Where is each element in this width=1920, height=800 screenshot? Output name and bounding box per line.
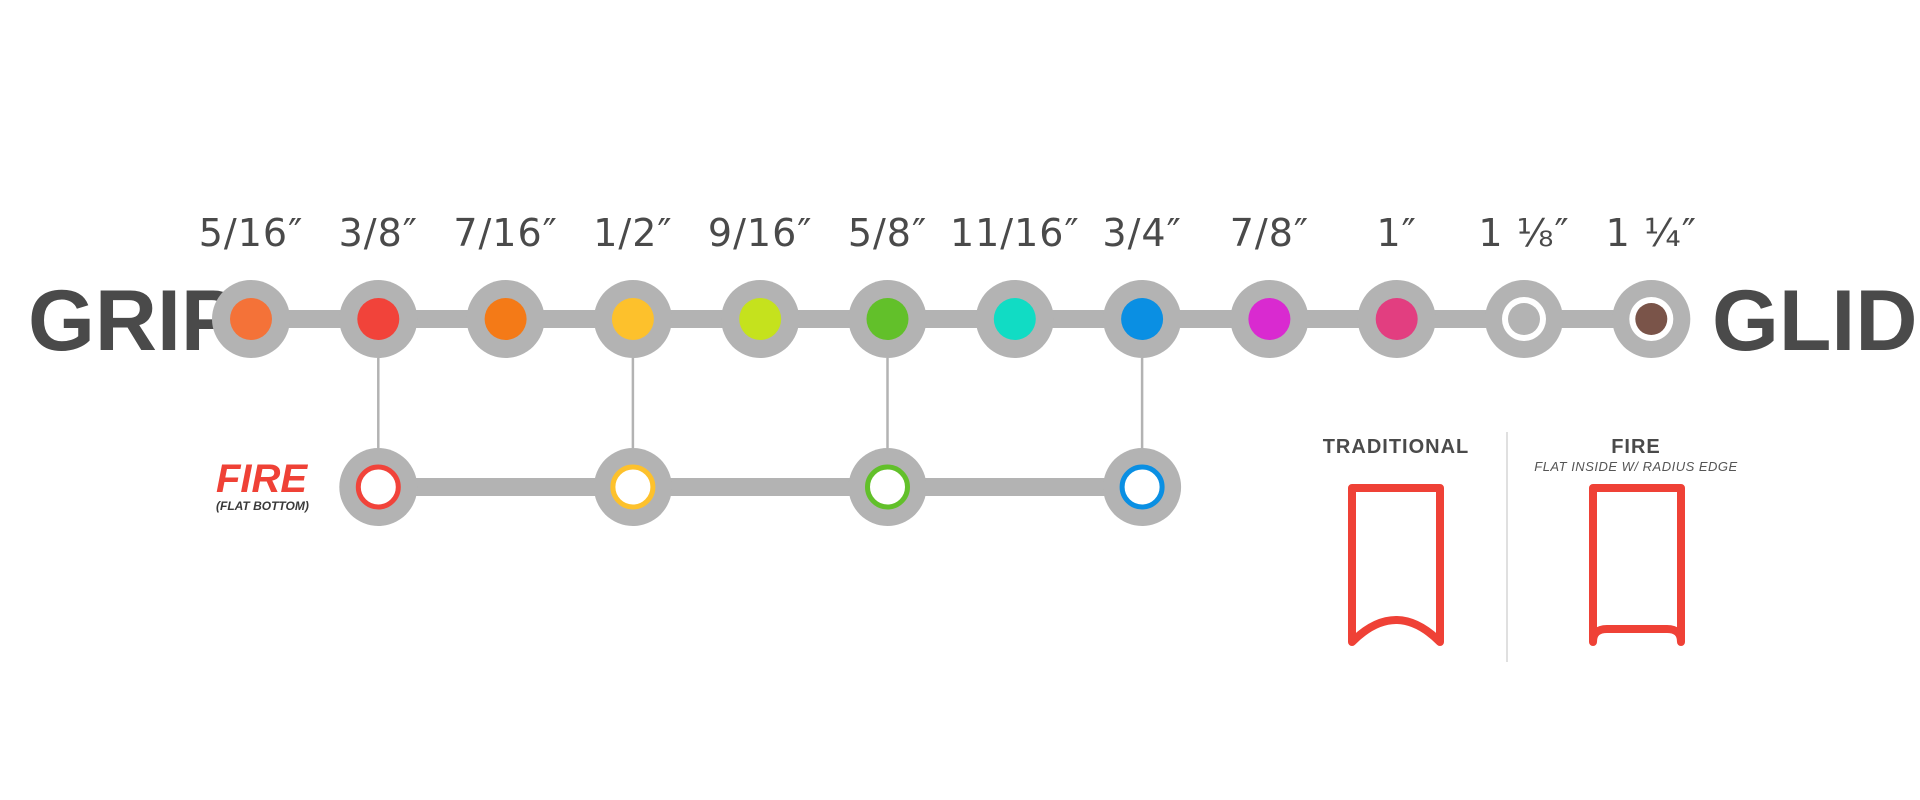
traditional-profile-title: TRADITIONAL xyxy=(1323,436,1470,458)
size-node-dot xyxy=(1508,303,1540,335)
size-label: 3/4″ xyxy=(1102,211,1181,255)
size-node xyxy=(593,280,672,358)
fire-node-ring xyxy=(610,464,656,510)
size-node-dot xyxy=(993,298,1036,340)
size-label: 3/8″ xyxy=(339,211,418,255)
fire-node-ring xyxy=(1119,464,1165,510)
size-node xyxy=(1230,280,1309,358)
size-node-dot xyxy=(866,298,909,340)
fire-node xyxy=(339,448,418,526)
size-nodes xyxy=(212,280,1691,358)
fire-profile-title: FIRE xyxy=(1611,436,1661,458)
size-node xyxy=(1485,280,1563,358)
fire-node-ring xyxy=(865,464,910,510)
fire-node xyxy=(848,448,927,526)
size-node xyxy=(975,280,1054,358)
size-label: 7/8″ xyxy=(1230,211,1309,255)
size-node xyxy=(466,280,545,358)
size-node xyxy=(339,280,418,358)
size-node-dot xyxy=(611,298,654,340)
size-label: 1/2″ xyxy=(593,211,672,255)
size-node-dot xyxy=(739,298,782,340)
fire-nodes xyxy=(339,448,1182,526)
size-label: 11/16″ xyxy=(950,211,1080,255)
fire-node xyxy=(1103,448,1182,526)
size-label: 9/16″ xyxy=(708,211,813,255)
fire-connector-lines xyxy=(377,358,1144,448)
fire-profile-shape xyxy=(1589,484,1685,646)
fire-profile-subtitle: FLAT INSIDE W/ RADIUS EDGE xyxy=(1534,459,1737,474)
fire-subtitle: (FLAT BOTTOM) xyxy=(216,499,309,513)
size-node xyxy=(848,280,927,358)
size-node-dot xyxy=(1375,298,1418,340)
size-node-dot xyxy=(484,298,527,340)
size-node xyxy=(1103,280,1182,358)
size-labels: 5/16″ 3/8″ 7/16″ 1/2″ 9/16″ 5/8″ 11/16″ 3/4″ 7/8… xyxy=(199,211,1697,255)
fire-title: FIRE xyxy=(216,457,308,501)
size-label: 1 ⅛″ xyxy=(1478,211,1569,255)
size-label: 5/16″ xyxy=(199,211,304,255)
size-node-dot xyxy=(1248,298,1291,340)
fire-node-ring xyxy=(355,464,401,510)
size-node-dot xyxy=(230,298,272,340)
size-label: 1 ¼″ xyxy=(1606,211,1697,255)
size-node-dot xyxy=(357,298,400,340)
glide-label: GLIDE xyxy=(1712,273,1920,369)
size-label: 7/16″ xyxy=(453,211,558,255)
size-label: 1″ xyxy=(1377,211,1417,255)
size-node xyxy=(721,280,800,358)
size-label: 5/8″ xyxy=(848,211,927,255)
size-node xyxy=(1357,280,1436,358)
grip-label: GRIP xyxy=(28,273,238,369)
traditional-profile-shape xyxy=(1348,484,1444,646)
fire-node xyxy=(593,448,672,526)
size-node-dot xyxy=(1635,303,1668,335)
size-node-dot xyxy=(1121,298,1164,340)
profile-comparison: TRADITIONAL FIRE FLAT INSIDE W/ RADIUS E… xyxy=(1323,432,1737,662)
size-node xyxy=(1612,280,1691,358)
size-node xyxy=(212,280,290,358)
